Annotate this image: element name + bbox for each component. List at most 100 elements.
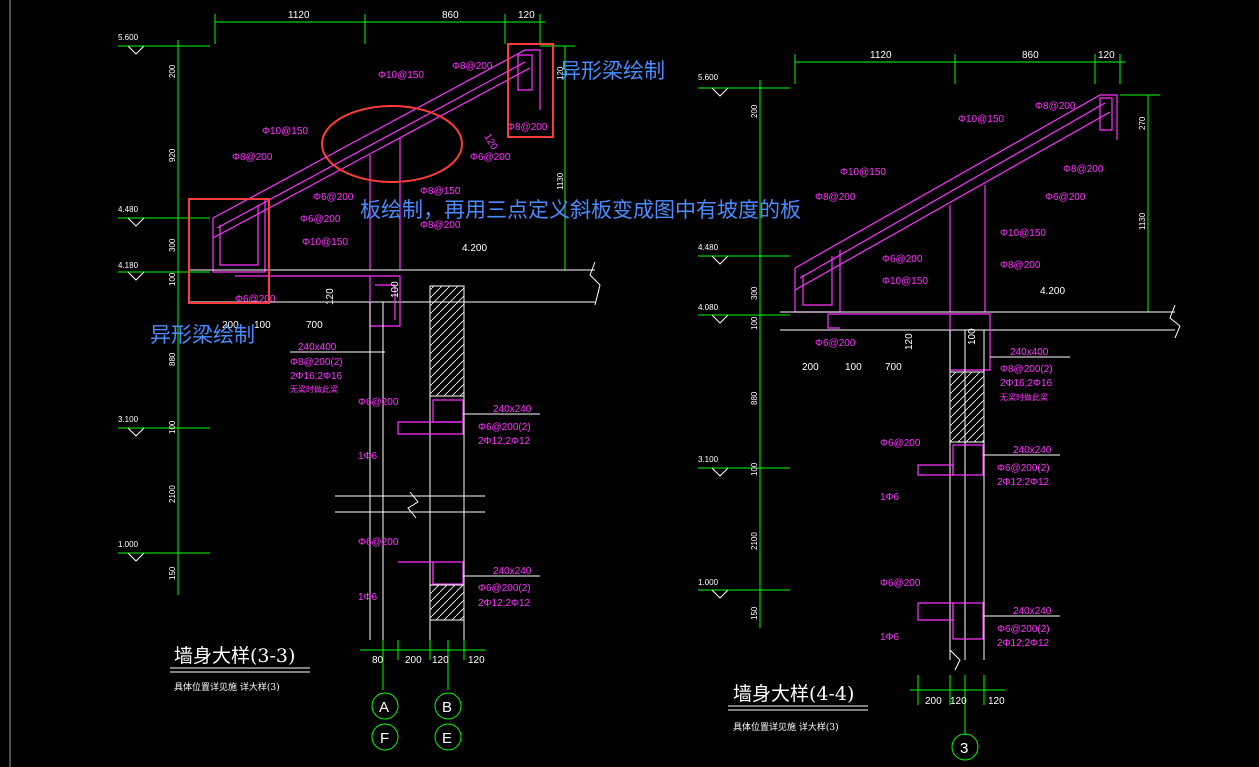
- right-rebar-12: Φ6@200: [880, 438, 921, 449]
- beam-note-left: 异形梁绘制: [150, 323, 255, 347]
- right-axis-3: 3: [960, 740, 968, 757]
- left-rebar-2: Φ10@150: [378, 70, 424, 81]
- right-vdim-6: 2100: [750, 532, 759, 550]
- left-elevation-2: 4.480: [118, 205, 139, 214]
- left-beam3-bars: 2Φ12;2Φ12: [478, 598, 531, 609]
- left-vdim-5: 880: [168, 352, 177, 366]
- slab-note: 板绘制，再用三点定义斜板变成图中有坡度的板: [360, 198, 801, 222]
- left-rebar-9: Φ8@200: [420, 220, 461, 231]
- left-beam2-bars: 2Φ12;2Φ12: [478, 436, 531, 447]
- left-rebar-10: Φ6@200: [235, 294, 276, 305]
- left-vdim-3: 300: [168, 238, 177, 252]
- left-rebar-5: Φ6@200: [470, 152, 511, 163]
- left-top-dim-1: 1120: [288, 10, 310, 21]
- left-misc-elev-4200: 4.200: [462, 243, 487, 254]
- right-misc-700: 700: [885, 362, 902, 373]
- left-vdim-7: 2100: [168, 485, 177, 503]
- left-elevation-4: 3.100: [118, 415, 139, 424]
- right-rebar-3: Φ8@200: [1063, 164, 1104, 175]
- left-beam1-stirrup: Φ8@200(2): [290, 357, 343, 368]
- left-top-dimension: 1120 860 120: [214, 10, 545, 44]
- left-vdim-8: 150: [168, 566, 177, 580]
- left-misc-1f6-2: 1Φ6: [358, 592, 378, 603]
- right-vdim-2: 300: [750, 286, 759, 300]
- right-rebar-4: Φ10@150: [840, 167, 886, 178]
- right-rebar-labels: Φ8@200 Φ10@150 Φ8@200 Φ10@150 Φ8@200 Φ6@…: [802, 101, 1104, 643]
- right-elevation-column: 5.600 4.480 4.080 3.100 1.000 200 300 10…: [698, 73, 790, 628]
- right-rebar-2: Φ10@150: [958, 114, 1004, 125]
- left-axis-e: E: [442, 730, 452, 747]
- right-rebar-6: Φ6@200: [1045, 192, 1086, 203]
- right-bottom-dim-1: 200: [925, 696, 942, 707]
- right-rebar-9: Φ8@200: [1000, 260, 1041, 271]
- right-rebar-13: Φ6@200: [880, 578, 921, 589]
- left-elevation-1: 5.600: [118, 33, 139, 42]
- right-vdim-5: 100: [750, 462, 759, 476]
- right-top-dimension: 1120 860 120: [794, 50, 1125, 84]
- left-misc-200: 200: [222, 320, 239, 331]
- left-beam1-size: 240x400: [298, 342, 337, 353]
- right-beam1-size: 240x400: [1010, 347, 1049, 358]
- right-beam3-bars: 2Φ12;2Φ12: [997, 638, 1050, 649]
- right-sloped-slab: [794, 94, 1118, 313]
- markup-annotations: 异形梁绘制 异形梁绘制 板绘制，再用三点定义斜板变成图中有坡度的板: [150, 43, 801, 347]
- left-beam-callouts: 240x400 Φ8@200(2) 2Φ16;2Φ16 无梁时做此梁 240x2…: [290, 342, 540, 609]
- left-axis-f: F: [380, 730, 389, 747]
- right-bottom-dim-3: 120: [988, 696, 1005, 707]
- right-misc-270: 270: [1138, 116, 1147, 130]
- right-title: 墙身大样(4-4): [733, 683, 854, 705]
- left-rebar-labels: Φ8@200 Φ10@150 Φ10@150 Φ8@200 Φ6@200 Φ8@…: [222, 61, 548, 603]
- right-beam2-bars: 2Φ12;2Φ12: [997, 477, 1050, 488]
- right-wall-detail: 1120 860 120 5.600 4.480 4.080 3.100 1.0…: [698, 50, 1181, 761]
- right-misc-100: 100: [967, 328, 978, 345]
- left-rebar-1: Φ8@200: [452, 61, 493, 72]
- left-vdim-6: 100: [168, 420, 177, 434]
- right-vdim-1: 200: [750, 104, 759, 118]
- left-beam2-stirrup: Φ6@200(2): [478, 422, 531, 433]
- left-height-dim-top: 120: [556, 66, 565, 80]
- right-rebar-7: Φ6@200: [882, 254, 923, 265]
- left-wall-detail: 1120 860 120 5.600 4.480 4.180 3.100 1.0…: [118, 10, 601, 751]
- right-rebar-10: Φ10@150: [882, 276, 928, 287]
- right-lintel-beams: [917, 444, 984, 640]
- right-elevation-5: 1.000: [698, 578, 719, 587]
- left-misc-1f6-1: 1Φ6: [358, 451, 378, 462]
- left-top-dim-2: 860: [442, 10, 459, 21]
- left-beam3-stirrup: Φ6@200(2): [478, 583, 531, 594]
- right-elevation-3: 4.080: [698, 303, 719, 312]
- right-bottom-dimension: 200 120 120 3: [910, 649, 1005, 761]
- beam-highlight-box-top: [507, 43, 554, 138]
- slab-highlight-ellipse: [321, 105, 463, 183]
- left-vdim-4: 100: [168, 272, 177, 286]
- right-subtitle: 具体位置详见施 详大样(3): [733, 721, 839, 733]
- right-rebar-11: Φ6@200: [815, 338, 856, 349]
- right-rebar-8: Φ10@150: [1000, 228, 1046, 239]
- left-title: 墙身大样(3-3): [174, 645, 295, 667]
- right-misc-1f6-1: 1Φ6: [880, 492, 900, 503]
- left-beam1-note: 无梁时做此梁: [290, 384, 338, 394]
- left-misc-100b: 100: [254, 320, 271, 331]
- right-beam1-bars: 2Φ16;2Φ16: [1000, 378, 1053, 389]
- left-axis-b: B: [442, 699, 452, 716]
- left-misc-100: 100: [390, 281, 401, 298]
- right-floor-slab: [780, 304, 1181, 660]
- left-title-block: 墙身大样(3-3) 具体位置详见施 详大样(3): [170, 645, 310, 693]
- right-beam3-size: 240x240: [1013, 606, 1052, 617]
- left-lintel-beams: [335, 399, 485, 621]
- left-rebar-12: Φ6@200: [358, 397, 399, 408]
- right-vdim-4: 880: [750, 391, 759, 405]
- right-elevation-2: 4.480: [698, 243, 719, 252]
- left-beam2-size: 240x240: [493, 404, 532, 415]
- left-elevation-3: 4.180: [118, 261, 139, 270]
- left-bottom-dim-2: 200: [405, 655, 422, 666]
- left-subtitle: 具体位置详见施 详大样(3): [174, 681, 280, 693]
- left-bottom-dim-3: 120: [432, 655, 449, 666]
- right-vdim-7: 150: [750, 606, 759, 620]
- left-elevation-5: 1.000: [118, 540, 139, 549]
- left-rebar-6: Φ8@200: [232, 152, 273, 163]
- left-slope-dim: 120: [481, 132, 499, 152]
- left-bottom-dimension: 80 200 120 120 A B F E: [360, 640, 485, 751]
- left-beam1-bars: 2Φ16;2Φ16: [290, 371, 343, 382]
- right-beam3-stirrup: Φ6@200(2): [997, 624, 1050, 635]
- right-misc-1130: 1130: [1138, 212, 1147, 230]
